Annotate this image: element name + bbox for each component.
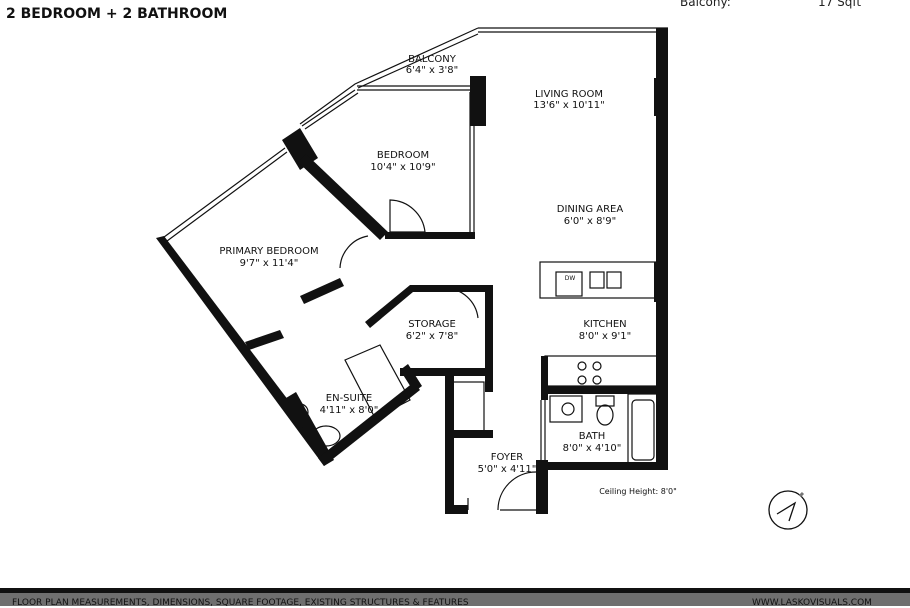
room-name: DINING AREA [557, 204, 624, 215]
storage-north-wall [365, 285, 490, 328]
balcony-area-value: 17 Sqft [818, 0, 862, 9]
foyer-south-wall [445, 505, 468, 514]
burner [577, 375, 587, 385]
storage-door [444, 287, 479, 319]
bath-sink [561, 402, 575, 416]
dishwasher-label: DW [565, 275, 576, 282]
column [470, 76, 486, 126]
toilet [596, 404, 614, 426]
burner [577, 361, 587, 371]
living-window [478, 27, 668, 33]
foyer-west-wall [445, 372, 454, 512]
bath-pocket-door [540, 400, 546, 460]
closet-shelf [451, 381, 485, 433]
room-name: FOYER [491, 452, 524, 463]
kitchen-counter [539, 261, 663, 299]
primary-window [159, 147, 288, 245]
balcony-outline [299, 27, 479, 125]
room-dims: 5'0" x 4'11" [478, 464, 537, 475]
room-dims: 6'4" x 3'8" [406, 65, 458, 76]
primary-door [339, 235, 369, 269]
bedroom-partition [298, 154, 388, 240]
walls [156, 28, 668, 514]
bath-vanity [549, 395, 583, 423]
balcony-area-label: Balcony: [680, 0, 731, 9]
bathtub-inner [631, 399, 655, 461]
room-dims: 8'0" x 4'10" [563, 443, 622, 454]
ceiling-height: Ceiling Height: 8'0" [599, 487, 677, 496]
ensuite-wall [286, 392, 334, 466]
room-name: PRIMARY BEDROOM [219, 246, 318, 257]
room-dims: 4'11" x 8'0" [320, 405, 379, 416]
closet-wall [300, 278, 344, 304]
bedroom-door [389, 199, 426, 233]
sink-right [606, 271, 622, 289]
east-wall [656, 28, 668, 468]
kitchen-bath-wall [541, 356, 548, 400]
dishwasher [555, 271, 583, 297]
room-dims: 13'6" x 10'11" [533, 100, 605, 111]
bedroom-window [301, 89, 359, 130]
bath-south-wall [541, 462, 668, 470]
room-dims: 10'4" x 10'9" [370, 162, 435, 173]
room-name: BEDROOM [377, 150, 429, 161]
footer-bar: FLOOR PLAN MEASUREMENTS, DIMENSIONS, SQU… [0, 588, 910, 608]
footer-disclaimer: FLOOR PLAN MEASUREMENTS, DIMENSIONS, SQU… [12, 598, 469, 608]
column [654, 78, 668, 116]
entry-door [497, 471, 537, 511]
burner [592, 361, 602, 371]
ensuite-shower [344, 344, 411, 419]
burner [592, 375, 602, 385]
plan-title: 2 BEDROOM + 2 BATHROOM [6, 6, 228, 22]
toilet-tank [595, 395, 615, 407]
room-labels: BALCONY 6'4" x 3'8" LIVING ROOM 13'6" x … [219, 54, 631, 475]
room-dims: 6'2" x 7'8" [406, 331, 458, 342]
floor-plan: DW BALCONY 6'4" x 3'8" LIVING ROOM 13'6"… [156, 27, 808, 530]
north-arrow-icon [768, 490, 808, 530]
closet-south-wall [445, 430, 493, 438]
room-name: STORAGE [408, 319, 456, 330]
footer-website[interactable]: WWW.LASKOVISUALS.COM [752, 598, 872, 608]
primary-west-wall [156, 236, 332, 466]
entry-threshold [467, 498, 536, 511]
lower-counter [544, 355, 663, 387]
column [654, 262, 668, 302]
bedroom-south-wall [385, 232, 475, 239]
room-name: LIVING ROOM [535, 89, 603, 100]
foyer-east-wall [536, 460, 548, 514]
room-dims: 6'0" x 8'9" [564, 216, 616, 227]
ensuite-south-wall [318, 382, 420, 466]
storage-east-wall [485, 285, 493, 373]
balcony-rail [357, 85, 470, 91]
closet-wall [245, 330, 284, 350]
room-name: EN-SUITE [326, 393, 372, 404]
closet-jamb [485, 372, 493, 392]
room-dims: 9'7" x 11'4" [240, 258, 299, 269]
room-dims: 8'0" x 9'1" [579, 331, 631, 342]
bath-north-wall [541, 386, 661, 394]
room-name: BATH [579, 431, 606, 442]
sink-left [589, 271, 605, 289]
room-name: KITCHEN [583, 319, 626, 330]
room-name: BALCONY [408, 54, 457, 65]
